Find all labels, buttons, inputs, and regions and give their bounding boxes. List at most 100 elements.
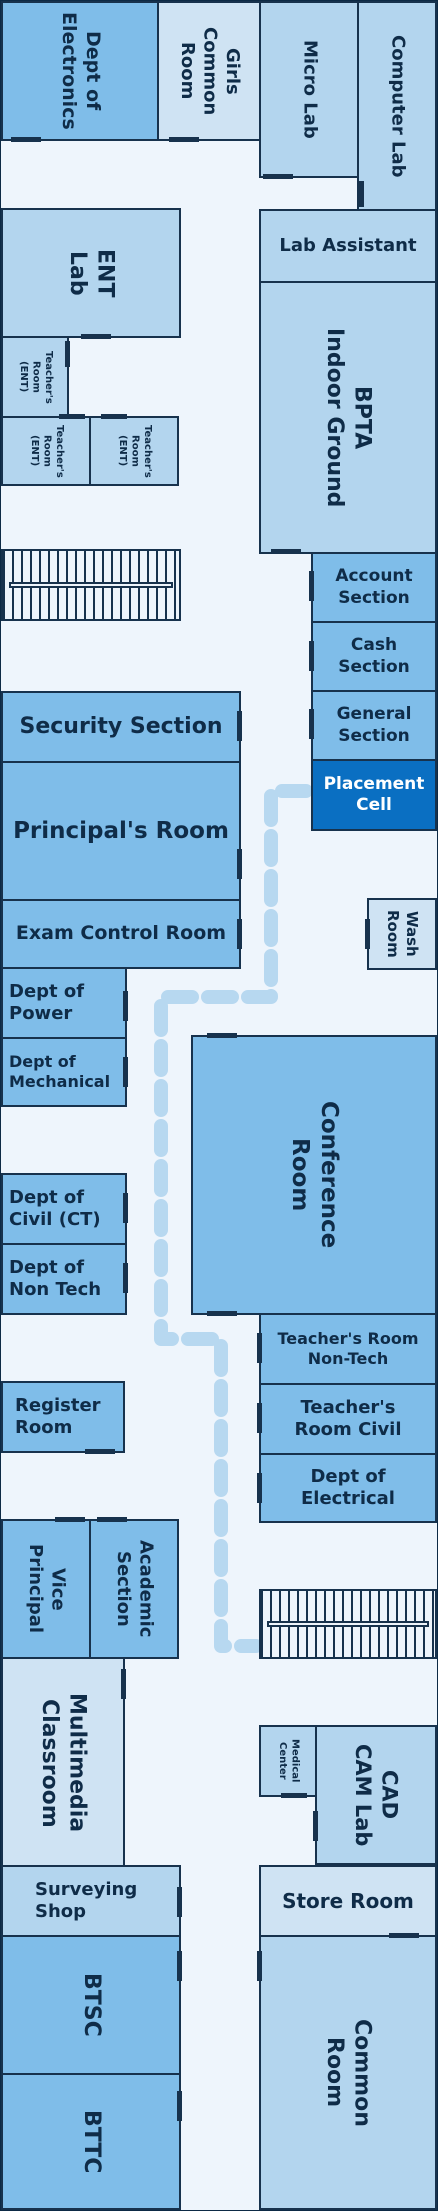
- room-label: BTSC: [78, 1973, 104, 2037]
- room-label: Wash Room: [384, 910, 421, 958]
- room-label: Cash Section: [338, 635, 410, 677]
- room-security-section[interactable]: Security Section: [1, 691, 241, 763]
- door: [177, 1951, 182, 1981]
- room-dept-power[interactable]: Dept of Power: [1, 967, 127, 1039]
- door: [389, 1933, 419, 1938]
- door: [97, 1517, 127, 1522]
- door: [121, 1669, 126, 1699]
- door: [309, 571, 314, 601]
- room-academic-section[interactable]: Academic Section: [89, 1519, 179, 1659]
- room-vice-principal[interactable]: Vice Principal: [1, 1519, 91, 1659]
- stairs-left: [1, 549, 181, 621]
- door: [11, 137, 41, 142]
- room-lab-assistant[interactable]: Lab Assistant: [259, 209, 437, 283]
- room-wash-room[interactable]: Wash Room: [367, 898, 437, 970]
- room-label: Academic Section: [113, 1540, 157, 1638]
- room-label: CAD CAM Lab: [351, 1743, 402, 1847]
- door: [313, 1811, 318, 1841]
- room-general-section[interactable]: General Section: [311, 690, 437, 761]
- room-micro-lab[interactable]: Micro Lab: [259, 1, 359, 178]
- room-label: Register Room: [15, 1394, 101, 1439]
- room-label: Dept of Civil (CT): [9, 1186, 101, 1231]
- room-label: Security Section: [19, 714, 223, 740]
- door: [81, 334, 111, 339]
- room-computer-lab[interactable]: Computer Lab: [357, 1, 437, 211]
- room-label: ENT Lab: [65, 248, 118, 298]
- stairs-right: [259, 1589, 437, 1659]
- door: [257, 1473, 262, 1503]
- door: [257, 1333, 262, 1363]
- room-dept-electrical[interactable]: Dept of Electrical: [259, 1453, 437, 1523]
- door: [257, 1403, 262, 1433]
- room-label: Teacher's Room Civil: [294, 1396, 402, 1441]
- room-label: Conference Room: [287, 1101, 342, 1249]
- room-placement-cell[interactable]: Placement Cell: [311, 759, 437, 831]
- room-teachers-ent-1[interactable]: Teacher's Room (ENT): [1, 336, 69, 418]
- room-ent-lab[interactable]: ENT Lab: [1, 208, 181, 338]
- room-teachers-civil[interactable]: Teacher's Room Civil: [259, 1383, 437, 1455]
- door: [309, 709, 314, 739]
- room-label: Vice Principal: [25, 1544, 69, 1634]
- room-label: Girls Common Room: [176, 26, 243, 116]
- door: [263, 174, 293, 179]
- room-label: Dept of Mechanical: [9, 1052, 111, 1091]
- room-bpta-indoor-ground[interactable]: BPTA Indoor Ground: [259, 281, 437, 554]
- door: [123, 1263, 128, 1293]
- room-girls-common[interactable]: Girls Common Room: [157, 1, 261, 141]
- room-label: Exam Control Room: [15, 922, 227, 945]
- room-dept-electronics[interactable]: Dept of Electronics: [1, 1, 159, 141]
- room-label: Store Room: [282, 1888, 414, 1913]
- room-teachers-ent-3[interactable]: Teacher's Room (ENT): [89, 416, 179, 486]
- room-label: Dept of Electrical: [301, 1465, 395, 1510]
- room-medical-center[interactable]: Medical Center: [259, 1725, 317, 1797]
- room-account-section[interactable]: Account Section: [311, 552, 437, 623]
- door: [237, 711, 242, 741]
- room-label: Principal's Room: [13, 817, 229, 844]
- room-common-room[interactable]: Common Room: [259, 1935, 437, 2210]
- door: [123, 991, 128, 1021]
- room-exam-control[interactable]: Exam Control Room: [1, 899, 241, 969]
- room-label: Computer Lab: [387, 34, 409, 178]
- room-label: Placement Cell: [323, 773, 425, 815]
- door: [281, 1793, 307, 1798]
- room-label: Dept of Non Tech: [9, 1256, 102, 1301]
- door: [169, 137, 199, 142]
- door: [123, 1193, 128, 1223]
- room-label: BTTC: [78, 2109, 104, 2174]
- room-label: Teacher's Room (ENT): [17, 350, 54, 404]
- room-dept-mechanical[interactable]: Dept of Mechanical: [1, 1037, 127, 1107]
- room-label: Teacher's Room (ENT): [116, 424, 153, 478]
- room-label: Surveying Shop: [35, 1878, 138, 1923]
- door: [177, 1887, 182, 1917]
- room-cash-section[interactable]: Cash Section: [311, 621, 437, 692]
- room-dept-civil[interactable]: Dept of Civil (CT): [1, 1173, 127, 1245]
- room-teachers-nontech[interactable]: Teacher's Room Non-Tech: [259, 1313, 437, 1385]
- room-label: Medical Center: [277, 1739, 301, 1783]
- door: [257, 1951, 262, 1981]
- room-principals-room[interactable]: Principal's Room: [1, 761, 241, 901]
- room-store-room[interactable]: Store Room: [259, 1865, 437, 1937]
- room-dept-nontech[interactable]: Dept of Non Tech: [1, 1243, 127, 1315]
- room-label: Multimedia Classroom: [37, 1693, 90, 1833]
- door: [65, 341, 70, 367]
- room-multimedia-classroom[interactable]: Multimedia Classroom: [1, 1657, 125, 1869]
- room-label: Teacher's Room (ENT): [28, 424, 65, 478]
- room-label: Dept of Power: [9, 980, 85, 1025]
- room-surveying-shop[interactable]: Surveying Shop: [1, 1865, 181, 1937]
- room-cadcam-lab[interactable]: CAD CAM Lab: [315, 1725, 437, 1865]
- door: [359, 181, 364, 207]
- room-bttc[interactable]: BTTC: [1, 2073, 181, 2210]
- door: [271, 549, 301, 554]
- room-label: Micro Lab: [299, 40, 321, 139]
- door: [55, 1517, 85, 1522]
- room-teachers-ent-2[interactable]: Teacher's Room (ENT): [1, 416, 91, 486]
- door: [309, 641, 314, 671]
- door: [237, 919, 242, 949]
- room-conference[interactable]: Conference Room: [191, 1035, 437, 1315]
- door: [365, 919, 370, 949]
- room-register[interactable]: Register Room: [1, 1381, 125, 1453]
- room-btsc[interactable]: BTSC: [1, 1935, 181, 2075]
- room-label: Dept of Electronics: [58, 12, 104, 130]
